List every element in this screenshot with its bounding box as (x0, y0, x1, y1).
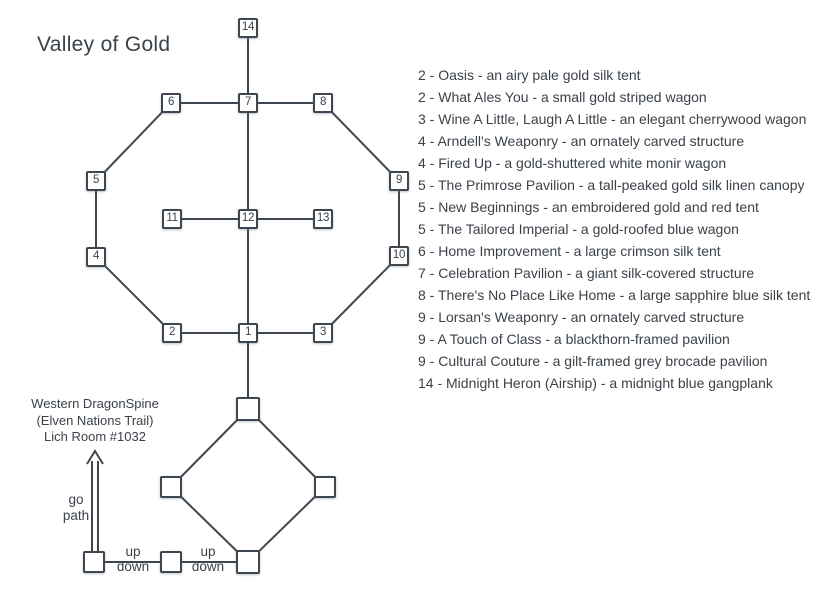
edge-lines (94, 28, 400, 563)
stairs-label-west: up down (103, 544, 163, 574)
map-node: 4 (86, 247, 106, 267)
stairs-label-east: up down (178, 544, 238, 574)
map-node: 2 (162, 323, 182, 343)
location-label-line: (Elven Nations Trail) (36, 412, 154, 428)
map-node-label: 13 (316, 212, 330, 225)
legend-item: 5 - New Beginnings - an embroidered gold… (418, 199, 759, 215)
map-node (236, 550, 260, 574)
go-label: go (68, 492, 84, 507)
page-title: Valley of Gold (37, 33, 171, 56)
legend-item: 9 - A Touch of Class - a blackthorn-fram… (418, 331, 730, 347)
map-node-label: 10 (392, 249, 406, 262)
map-edges (86, 28, 400, 563)
map-node-label: 3 (319, 326, 327, 339)
map-node: 5 (86, 171, 106, 191)
up-label: up (125, 544, 141, 559)
down-label: down (191, 558, 225, 574)
map-node-label: 6 (167, 96, 175, 109)
legend-item: 2 - Oasis - an airy pale gold silk tent (418, 67, 641, 83)
map-node-label: 4 (92, 250, 100, 263)
map-node (83, 551, 105, 573)
map-node (314, 476, 336, 498)
legend-item: 5 - The Primrose Pavilion - a tall-peake… (418, 177, 805, 193)
down-label: down (116, 558, 150, 574)
map-node-label: 9 (395, 174, 403, 187)
map-node-label: 11 (166, 212, 178, 225)
map-node: 11 (162, 209, 182, 229)
legend-list: 2 - Oasis - an airy pale gold silk tent 2… (418, 64, 818, 394)
legend-item: 4 - Arndell's Weaponry - an ornately car… (418, 133, 745, 149)
go-path-label: go path (46, 492, 106, 524)
map-node: 10 (389, 246, 409, 266)
path-label: path (62, 508, 90, 523)
location-label-line: Lich Room #1032 (44, 429, 146, 444)
map-node-label: 12 (241, 212, 255, 225)
map-canvas: Valley of Gold 1 2 3 4 5 6 7 8 9 10 11 1… (14, 18, 409, 574)
legend-item: 14 - Midnight Heron (Airship) - a midnig… (418, 375, 773, 391)
map-node (160, 476, 182, 498)
map-node: 8 (313, 93, 333, 113)
map-node (160, 551, 182, 573)
up-label: up (200, 544, 216, 559)
legend-item: 2 - What Ales You - a small gold striped… (418, 89, 707, 105)
map-node-label: 1 (244, 326, 252, 339)
location-label: Western DragonSpine (Elven Nations Trail… (14, 396, 176, 446)
legend-item: 8 - There's No Place Like Home - a large… (418, 287, 811, 303)
map-node-label: 14 (241, 21, 255, 34)
location-label-line: Western DragonSpine (31, 396, 159, 411)
map-node-label: 7 (244, 96, 252, 109)
map-node-label: 5 (92, 174, 100, 187)
map-node-label: 2 (168, 326, 176, 339)
legend-item: 9 - Cultural Couture - a gilt-framed gre… (418, 353, 768, 369)
legend-item: 7 - Celebration Pavilion - a giant silk-… (418, 265, 755, 281)
map-node: 9 (389, 171, 409, 191)
map-node: 14 (238, 18, 258, 38)
map-node: 3 (313, 323, 333, 343)
map-node: 13 (313, 209, 333, 229)
map-node: 7 (238, 93, 258, 113)
go-path-arrow (86, 449, 104, 551)
legend-item: 6 - Home Improvement - a large crimson s… (418, 243, 721, 259)
map-node (236, 397, 260, 421)
map-node: 12 (238, 209, 258, 229)
map-node-label: 8 (319, 96, 327, 109)
map-node: 1 (238, 323, 258, 343)
legend-item: 4 - Fired Up - a gold-shuttered white mo… (418, 155, 727, 171)
legend-item: 3 - Wine A Little, Laugh A Little - an e… (418, 111, 807, 127)
legend-item: 9 - Lorsan's Weaponry - an ornately carv… (418, 309, 745, 325)
legend-item: 5 - The Tailored Imperial - a gold-roofe… (418, 221, 739, 237)
map-node: 6 (161, 93, 181, 113)
